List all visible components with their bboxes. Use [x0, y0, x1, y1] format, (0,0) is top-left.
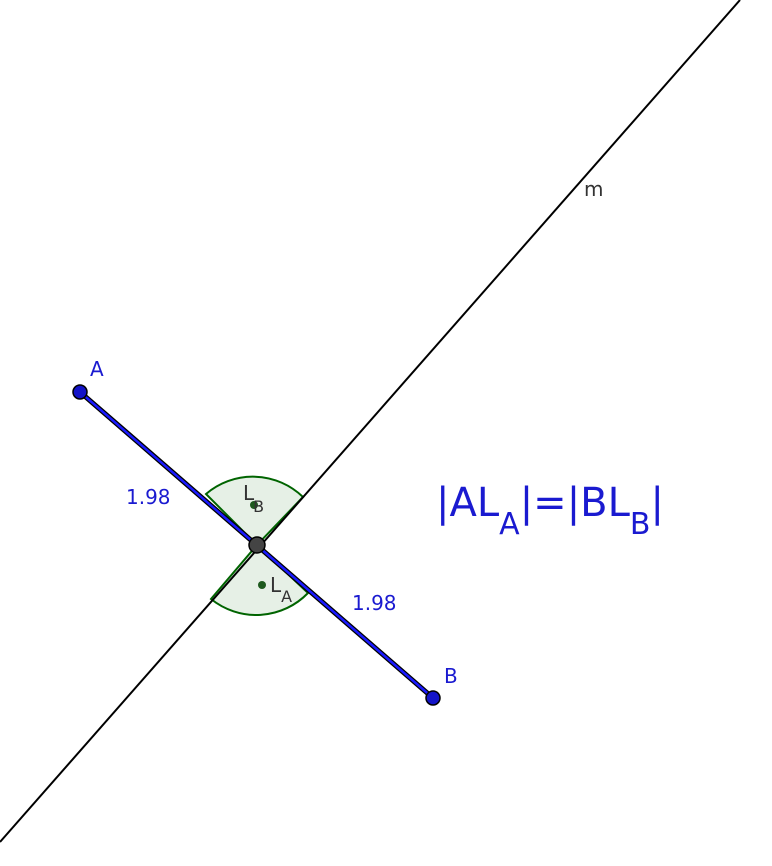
length-al-label: 1.98 [126, 485, 171, 509]
intersection-point[interactable] [248, 536, 266, 554]
line-m-label: m [584, 177, 603, 201]
foot-point-la[interactable] [258, 581, 266, 589]
foot-point-lb[interactable] [250, 501, 258, 509]
point-b-label: B [444, 664, 458, 688]
equality-formula: |ALA|=|BLB| [436, 480, 664, 542]
line-m[interactable] [0, 0, 741, 843]
angle-marker-lb[interactable] [204, 475, 305, 547]
point-b[interactable] [425, 690, 441, 706]
foot-lb-label: LB [243, 481, 264, 516]
point-a[interactable] [72, 384, 88, 400]
angle-marker-la[interactable] [209, 543, 310, 616]
foot-la-label: LA [270, 573, 292, 606]
length-bl-label: 1.98 [352, 591, 397, 615]
point-a-label: A [90, 357, 104, 381]
